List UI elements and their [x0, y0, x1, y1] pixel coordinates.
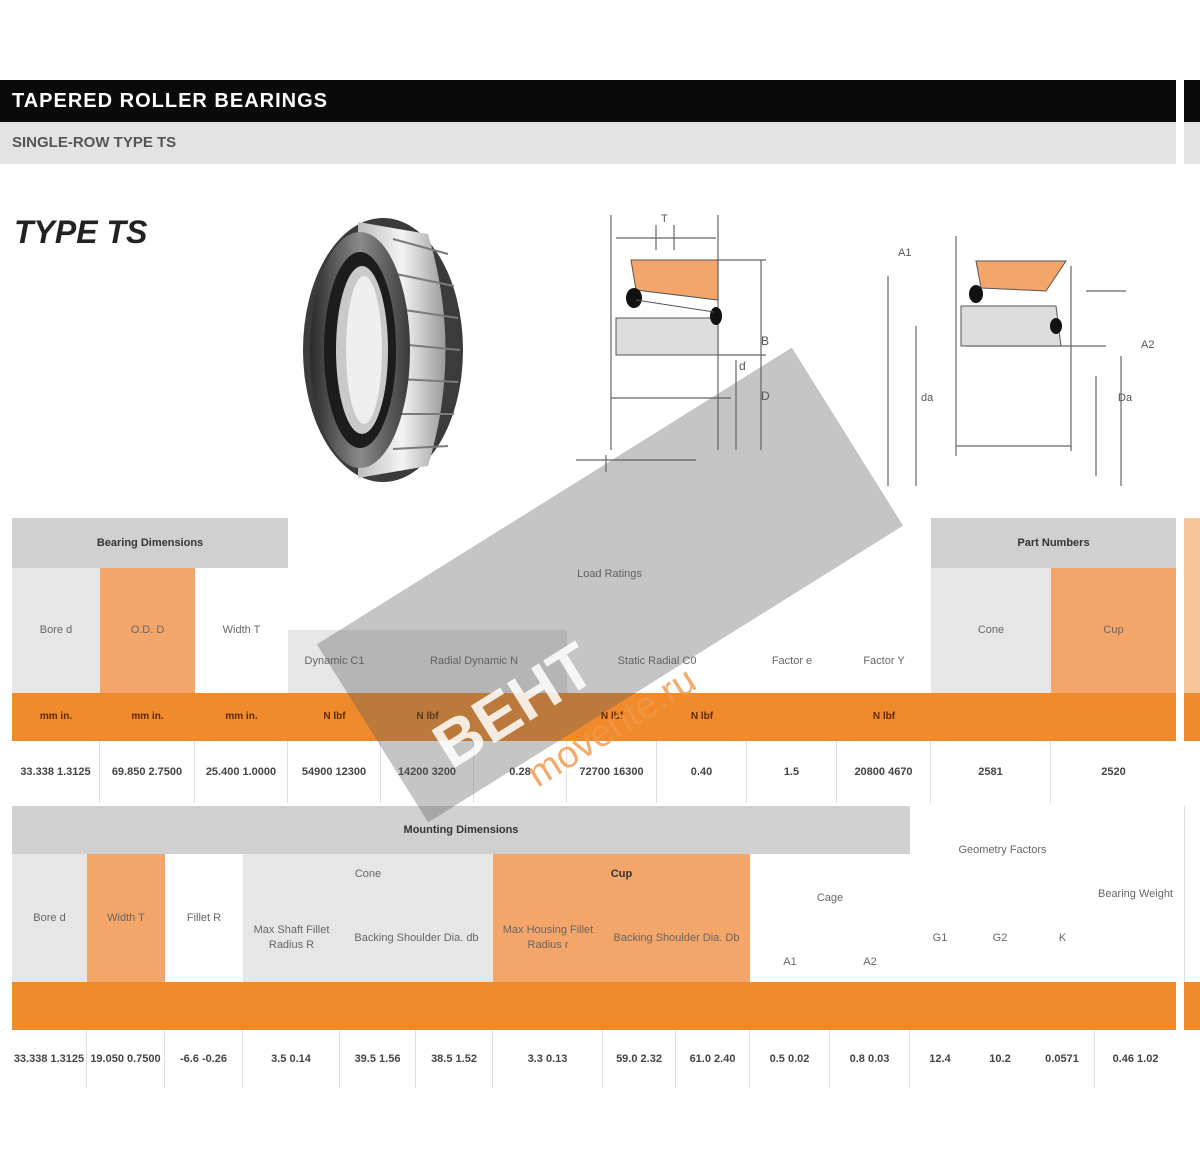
cell-shaft-r: 3.5 0.14 — [243, 1030, 340, 1088]
right-edge-black — [1184, 80, 1200, 122]
cell-housing-r: 3.3 0.13 — [493, 1030, 603, 1088]
cell-dynamic-radial: 14200 3200 — [381, 741, 474, 803]
cell-weight: 0.46 1.02 — [1095, 1030, 1176, 1088]
catalog-title-bar: TAPERED ROLLER BEARINGS — [0, 80, 1176, 122]
cell-od: 69.850 2.7500 — [100, 741, 195, 803]
catalog-title: TAPERED ROLLER BEARINGS — [12, 90, 328, 112]
units-right-edge — [1184, 693, 1200, 741]
group-geometry-factors: Geometry Factors — [910, 806, 1095, 894]
col-header-width2: Width T — [87, 854, 165, 982]
cell-da: 38.5 1.52 — [416, 1030, 493, 1088]
svg-text:Da: Da — [1118, 392, 1133, 404]
col-header-bore2: Bore d — [12, 854, 87, 982]
table2-right-edge — [1184, 806, 1200, 982]
unit-width: mm in. — [225, 711, 258, 723]
unit-bore: mm in. — [39, 711, 73, 723]
mounting-drawing: A1 A2 Da da — [887, 236, 1154, 486]
right-edge-grey — [1184, 122, 1200, 164]
cell-c0: 72700 16300 — [567, 741, 657, 803]
units-right-edge-2 — [1184, 982, 1200, 1030]
svg-text:T: T — [661, 213, 668, 225]
cell-dynamic: 54900 12300 — [288, 741, 381, 803]
col-header-width: Width T — [195, 568, 288, 693]
cell-db: 39.5 1.56 — [340, 1030, 416, 1088]
svg-text:B: B — [761, 334, 769, 348]
cell-a1: 0.5 0.02 — [750, 1030, 830, 1088]
cell-cup-part: 2520 — [1051, 741, 1176, 803]
col-header-static: Static Radial C0 — [567, 630, 747, 693]
col-header-bore: Bore d — [12, 568, 100, 693]
col-header-od: O.D. D — [100, 568, 195, 693]
col-header-cage: Cage — [750, 854, 910, 942]
svg-text:A1: A1 — [898, 247, 911, 259]
cell-width2: 19.050 0.7500 — [87, 1030, 165, 1088]
col-header-fillet: Fillet R — [165, 854, 243, 982]
group-mounting-dimensions: Mounting Dimensions — [12, 806, 910, 854]
bearing-cross-section-drawing: B D d T — [576, 213, 770, 472]
unit-factor-y: N lbf — [872, 711, 896, 723]
col-header-cup: Cup — [1051, 568, 1176, 693]
cell-a2: 0.8 0.03 — [830, 1030, 910, 1088]
cell-k: 0.0571 — [1030, 1030, 1095, 1088]
cell-width: 25.400 1.0000 — [195, 741, 288, 803]
col-header-cone: Cone — [931, 568, 1051, 693]
type-label: TYPE TS — [14, 214, 148, 250]
unit-od: mm in. — [131, 711, 164, 723]
col-header-cup-radius: Max Housing Fillet Radius r — [493, 894, 603, 982]
cell-factor: 20800 4670 — [837, 741, 931, 803]
col-header-cup-backing: Backing Shoulder Dia. Db — [603, 894, 750, 982]
unit-dynamic: N lbf — [323, 711, 346, 723]
col-header-factor-y: Factor Y — [837, 630, 931, 693]
group-load-ratings: Load Ratings — [288, 518, 931, 630]
col-header-a2: A2 — [830, 942, 910, 982]
svg-text:A2: A2 — [1141, 339, 1154, 351]
cell-g1: 12.4 — [910, 1030, 970, 1088]
col-header-cone-backing: Backing Shoulder Dia. db — [340, 894, 493, 982]
svg-text:da: da — [921, 392, 934, 404]
unit-static: N lbf — [600, 711, 624, 723]
col-header-a1: A1 — [750, 942, 830, 982]
svg-text:D: D — [761, 389, 770, 403]
col-header-g1: G1 — [910, 894, 970, 982]
cell-g2: 10.2 — [970, 1030, 1030, 1088]
subgroup-cone: Cone — [243, 854, 493, 894]
svg-text:d: d — [739, 359, 746, 373]
units-row-2 — [12, 982, 1176, 1030]
catalog-subtitle: SINGLE-ROW TYPE TS — [12, 134, 177, 151]
col-header-dynamic-radial: Radial Dynamic N — [381, 630, 567, 693]
catalog-subtitle-bar: SINGLE-ROW TYPE TS — [0, 122, 1176, 164]
cell-y: 1.5 — [747, 741, 837, 803]
cell-bore2: 33.338 1.3125 — [12, 1030, 87, 1088]
unit-static-2: N lbf — [690, 711, 714, 723]
cell-static-ratio: 0.28 — [474, 741, 567, 803]
subgroup-cup: Cup — [493, 854, 750, 894]
col-header-factor-e: Factor e — [747, 630, 837, 693]
group-bearing-dimensions: Bearing Dimensions — [12, 518, 288, 568]
cell-fillet: -6.6 -0.26 — [165, 1030, 243, 1088]
unit-dynamic-radial: N lbf — [416, 711, 439, 723]
cell-Da: 61.0 2.40 — [676, 1030, 750, 1088]
col-header-g2: G2 — [970, 894, 1030, 982]
units-row — [12, 693, 1176, 741]
col-header-k: K — [1030, 894, 1095, 982]
table1-right-edge — [1184, 518, 1200, 693]
cell-e: 0.40 — [657, 741, 747, 803]
cell-cone-part: 2581 — [931, 741, 1051, 803]
group-part-numbers: Part Numbers — [931, 518, 1176, 568]
col-header-cone-radius: Max Shaft Fillet Radius R — [243, 894, 340, 982]
cell-Db: 59.0 2.32 — [603, 1030, 676, 1088]
col-header-dynamic: Dynamic C1 — [288, 630, 381, 693]
cell-bore: 33.338 1.3125 — [12, 741, 100, 803]
bearing-photo — [303, 218, 463, 482]
col-header-bearing-weight: Bearing Weight — [1095, 806, 1176, 982]
